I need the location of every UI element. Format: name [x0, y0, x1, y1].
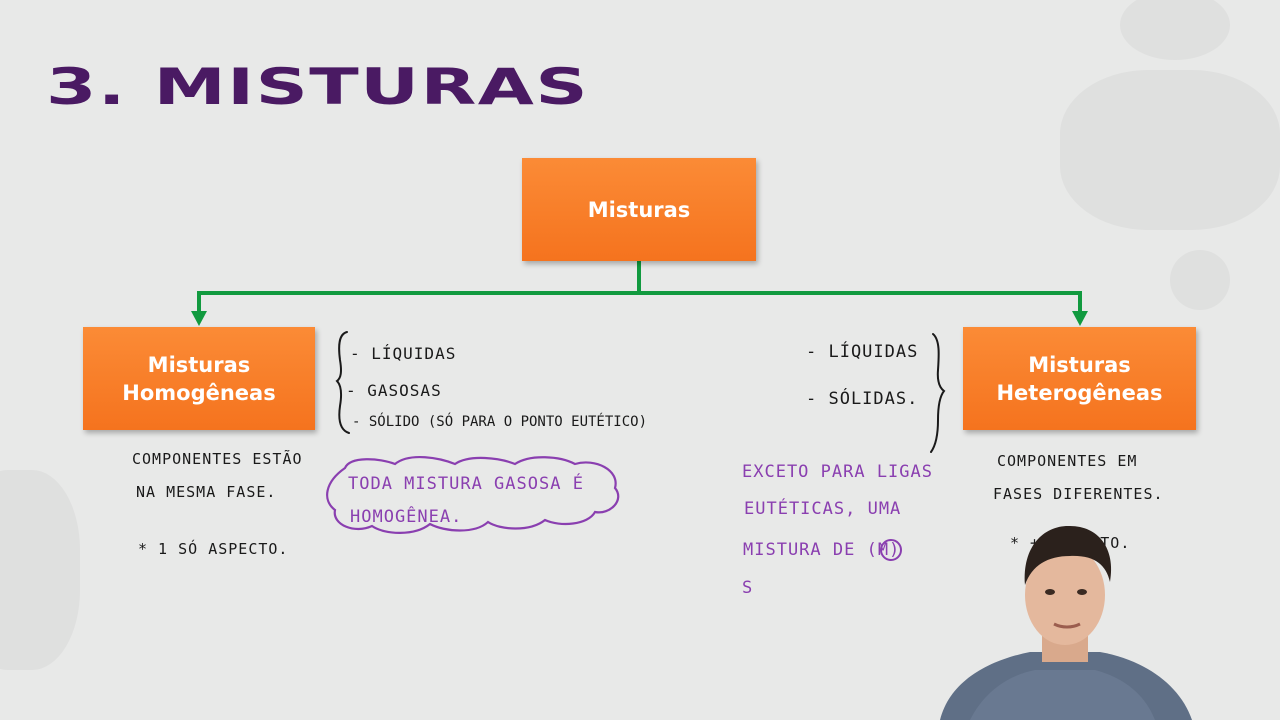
- cloud-outline: [326, 455, 620, 534]
- note-hetero-type: - LÍQUIDAS: [806, 342, 919, 362]
- left-brace: [335, 331, 350, 434]
- node-label: Misturas: [587, 197, 691, 222]
- note-homo-type: - GASOSAS: [346, 381, 442, 400]
- note-homo-type: - LÍQUIDAS: [350, 344, 457, 363]
- note-exception: S: [742, 578, 754, 598]
- background-shape: [1060, 70, 1280, 230]
- node-misturas-homogeneas: Misturas Homogêneas: [83, 327, 315, 430]
- node-label-line2: Homogêneas: [122, 380, 276, 405]
- background-shape: [0, 470, 80, 670]
- note-homo-desc: NA MESMA FASE.: [136, 483, 277, 501]
- note-homo-type: - SÓLIDO (SÓ PARA O PONTO EUTÉTICO): [352, 414, 648, 430]
- right-brace: [930, 333, 946, 453]
- node-misturas: Misturas: [522, 158, 756, 261]
- circled-letter-outline: [880, 539, 902, 561]
- slide-title: 3. MISTURAS: [46, 58, 590, 116]
- node-label-line2: Heterogêneas: [996, 380, 1163, 405]
- presenter-webcam: [930, 520, 1200, 720]
- node-label-line1: Misturas: [147, 352, 251, 377]
- note-homo-aspect: * 1 SÓ ASPECTO.: [138, 540, 289, 558]
- note-exception: MISTURA DE (M): [743, 540, 901, 560]
- background-shape: [1120, 0, 1230, 60]
- presenter-figure: [940, 525, 1192, 720]
- note-cloud-text: TODA MISTURA GASOSA É: [348, 474, 584, 494]
- note-exception: EUTÉTICAS, UMA: [744, 499, 902, 519]
- node-misturas-heterogeneas: Misturas Heterogêneas: [963, 327, 1196, 430]
- background-shape: [1170, 250, 1230, 310]
- note-homo-desc: COMPONENTES ESTÃO: [132, 450, 303, 468]
- note-exception: EXCETO PARA LIGAS: [742, 462, 933, 482]
- note-hetero-desc: FASES DIFERENTES.: [993, 485, 1164, 503]
- note-cloud-text: HOMOGÊNEA.: [350, 507, 463, 527]
- arrowhead-right: [1072, 311, 1088, 326]
- node-label-line1: Misturas: [1028, 352, 1131, 377]
- note-hetero-type: - SÓLIDAS.: [806, 389, 919, 409]
- note-hetero-desc: COMPONENTES EM: [997, 452, 1138, 470]
- arrowhead-left: [191, 311, 207, 326]
